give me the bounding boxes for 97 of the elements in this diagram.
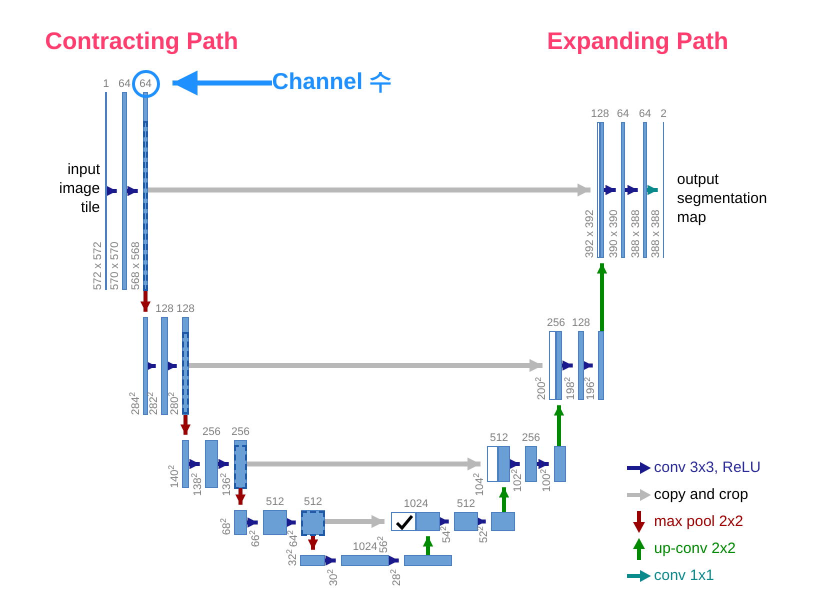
arrow (189, 458, 200, 470)
feature-map-bar (205, 440, 218, 488)
feature-map-bar (182, 440, 189, 488)
cropped-feature-map (549, 331, 556, 400)
arrow (106, 186, 117, 196)
section-title: Expanding Path (547, 27, 728, 57)
feature-map-bar (341, 555, 389, 566)
annotation-arrow (172, 70, 272, 96)
channel-count: 1 (102, 78, 110, 90)
legend-text: up-conv 2x2 (654, 538, 736, 559)
arrow (218, 458, 229, 470)
arrow (325, 515, 384, 528)
channel-count: 256 (231, 426, 250, 438)
arrow (438, 516, 449, 527)
cropped-feature-map (597, 122, 600, 258)
arrow (554, 405, 564, 446)
channel-count: 128 (155, 303, 174, 315)
feature-map-bar (598, 331, 604, 400)
feature-map-bar (161, 317, 168, 415)
feature-map-bar (525, 446, 537, 482)
channel-count: 512 (490, 432, 508, 444)
input-caption: input image tile (58, 160, 100, 217)
arrow (235, 488, 246, 505)
channel-count: 1024 (352, 541, 378, 553)
channel-count: 64 (616, 108, 630, 120)
arrow (604, 184, 616, 196)
channel-count: 512 (456, 498, 476, 510)
feature-map-bar (556, 331, 562, 400)
channel-count: 128 (572, 317, 590, 329)
size-label: 572 x 572 (92, 242, 104, 290)
feature-map-bar (454, 512, 478, 531)
arrow (647, 184, 658, 196)
arrow (189, 359, 542, 372)
feature-map-bar (554, 446, 566, 482)
arrow (325, 555, 336, 566)
legend-text: copy and crop (654, 484, 748, 505)
feature-map-bar (122, 92, 127, 290)
feature-map-bar (491, 512, 515, 531)
feature-map-bar (578, 331, 584, 400)
arrow (475, 516, 486, 527)
arrow (422, 536, 434, 555)
channel-count: 64 (139, 78, 152, 90)
size-label: 570 x 570 (109, 242, 121, 290)
arrow (247, 458, 480, 470)
channel-count: 512 (266, 496, 284, 508)
arrow (308, 535, 318, 550)
channel-count: 256 (522, 432, 540, 444)
arrow (625, 184, 638, 196)
feature-map-bar (600, 122, 604, 258)
feature-map-bar (143, 92, 148, 290)
feature-map-bar (404, 555, 452, 566)
arrow (498, 487, 510, 512)
arrow (148, 184, 590, 196)
arrow (140, 290, 151, 312)
cropped-feature-map (391, 512, 416, 531)
channel-count: 512 (304, 496, 322, 508)
feature-map-bar (143, 317, 148, 415)
arrow (180, 415, 191, 435)
size-label: 390 x 390 (608, 210, 620, 258)
cropped-feature-map (487, 446, 498, 482)
feature-map-bar (498, 446, 510, 482)
channel-count: 2 (660, 108, 667, 120)
arrow (596, 263, 608, 331)
size-label: 388 x 388 (650, 210, 662, 258)
arrow (285, 517, 296, 528)
arrow (562, 360, 573, 371)
legend-text: conv 1x1 (654, 566, 714, 586)
feature-map-bar (182, 317, 189, 415)
legend-text: max pool 2x2 (654, 512, 744, 532)
channel-count: 64 (638, 108, 652, 120)
feature-map-bar (263, 510, 287, 535)
feature-map-bar (621, 122, 625, 258)
channel-count: 128 (176, 303, 195, 315)
output-caption: output segmentation map (677, 170, 768, 227)
size-label: 392 x 392 (584, 210, 596, 258)
annotation-text: Channel 수 (272, 70, 392, 92)
arrow (537, 458, 549, 470)
channel-count: 256 (546, 317, 566, 329)
arrow (127, 186, 138, 196)
channel-count: 256 (202, 426, 221, 438)
feature-map-bar (234, 510, 247, 535)
section-title: Contracting Path (45, 27, 238, 57)
size-label: 568 x 568 (130, 242, 142, 290)
arrow (582, 360, 593, 371)
feature-map-bar (300, 555, 325, 566)
arrow (145, 360, 156, 372)
size-label: 388 x 388 (630, 210, 642, 258)
arrow (388, 555, 399, 566)
arrow (166, 360, 177, 372)
arrow (509, 458, 520, 470)
channel-count: 1024 (404, 498, 428, 510)
legend-text: conv 3x3, ReLU (654, 458, 761, 478)
channel-count: 64 (118, 78, 131, 90)
channel-count: 128 (590, 108, 610, 120)
feature-map-bar (416, 512, 440, 531)
feature-map-bar (643, 122, 647, 258)
arrow (247, 517, 258, 528)
